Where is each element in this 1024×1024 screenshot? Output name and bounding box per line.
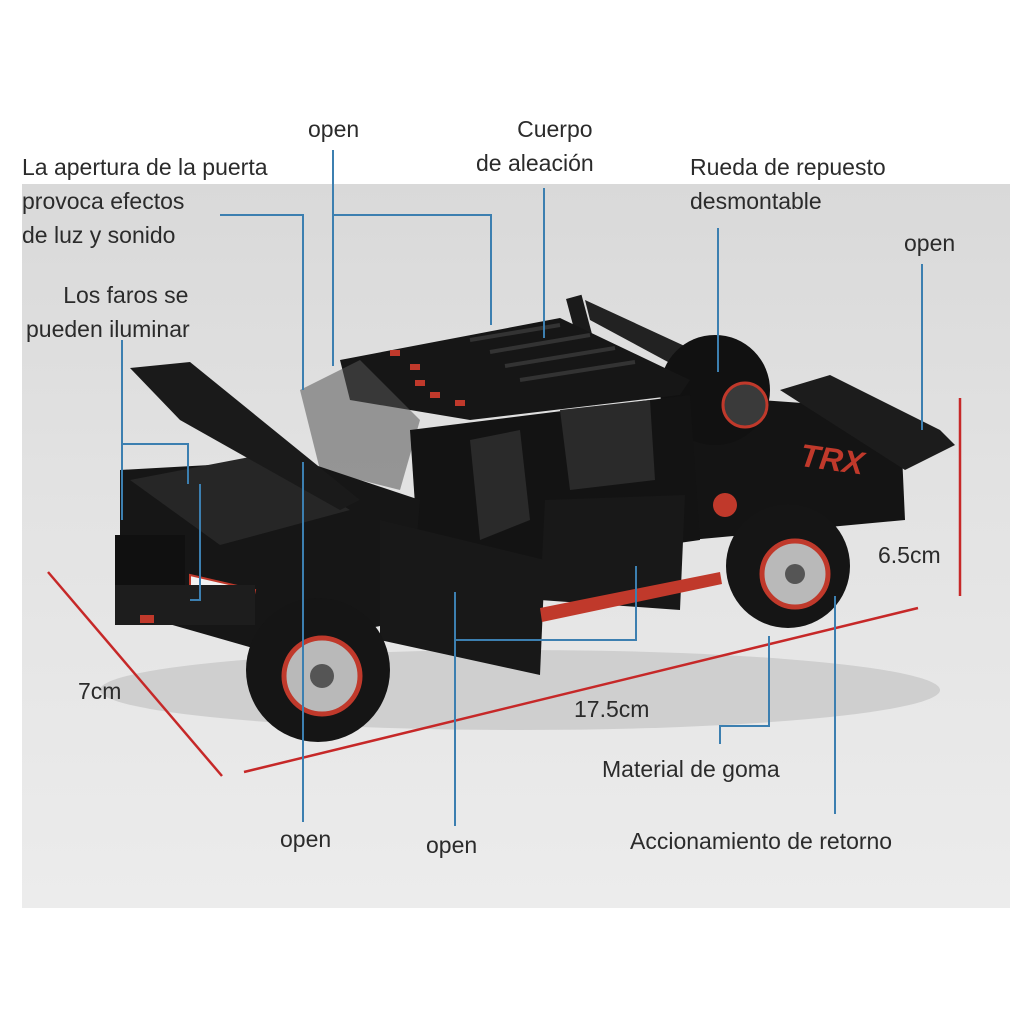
cab-roof: [340, 318, 690, 420]
front-door-open-label: open: [280, 826, 332, 852]
pullback-label: Accionamiento de retorno: [630, 828, 893, 854]
door-effects-line: provoca efectos: [22, 188, 185, 214]
roof-marker-lights: [390, 350, 465, 406]
open-tailgate: [780, 375, 955, 470]
front-wheel: [246, 598, 390, 742]
rear-seat: [560, 400, 655, 490]
rear-door-open-label: open: [426, 832, 478, 858]
windshield: [300, 360, 420, 490]
headlights-line: pueden iluminar: [26, 316, 190, 342]
front-bumper: [115, 585, 255, 625]
hood-open-label: open: [308, 116, 360, 142]
door-effects-line: La apertura de la puerta: [22, 154, 268, 180]
tailgate-open-label: open: [904, 230, 956, 256]
body-material-line: Cuerpo: [517, 116, 593, 142]
front-seat: [470, 430, 530, 540]
tow-hook: [140, 615, 154, 623]
fuel-cap: [713, 493, 737, 517]
open-front-door: [380, 520, 545, 675]
door-effects-line: de luz y sonido: [22, 222, 176, 248]
rear-wheel: [726, 504, 850, 628]
door-effects-label: La apertura de la puerta provoca efectos…: [22, 150, 268, 252]
body-material-label: Cuerpo de aleación: [476, 112, 594, 180]
spare-tire-label: Rueda de repuesto desmontable: [690, 150, 886, 218]
height-dimension-label: 6.5cm: [878, 542, 941, 568]
side-step: [540, 572, 722, 622]
dimension-lines: [47, 398, 962, 777]
body-material-line: de aleación: [476, 150, 594, 176]
headlights-line: Los faros se: [63, 282, 189, 308]
spare-rim: [721, 381, 769, 429]
rubber-material-label: Material de goma: [602, 756, 780, 782]
width-dimension-label: 7cm: [78, 678, 122, 704]
headlights-label: Los faros se pueden iluminar: [26, 278, 190, 346]
open-rear-door: [540, 495, 685, 610]
length-dimension-label: 17.5cm: [574, 696, 650, 722]
spare-tire-line: desmontable: [690, 188, 822, 214]
spare-tire-line: Rueda de repuesto: [690, 154, 886, 180]
leader-lines: [121, 150, 923, 826]
